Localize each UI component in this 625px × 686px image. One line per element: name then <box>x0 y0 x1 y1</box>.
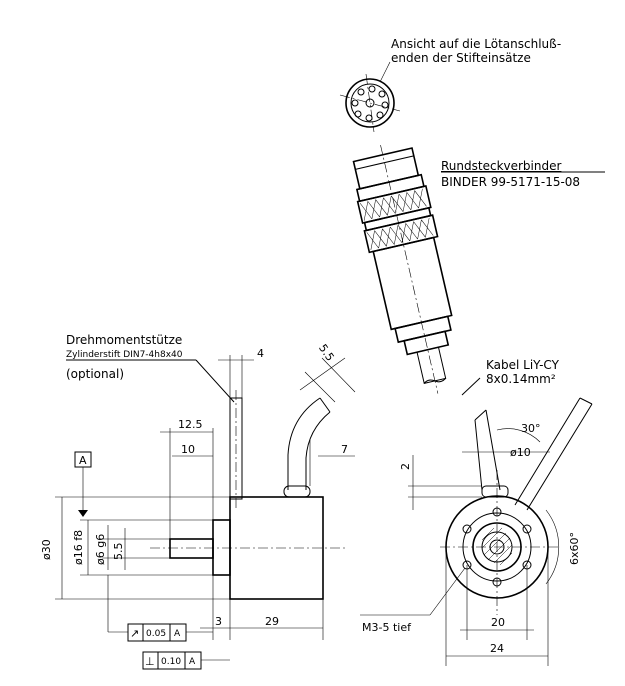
front-dimensions: 30° ø10 2 6x60° M3-5 tief 20 24 <box>360 422 581 666</box>
dim-7: 7 <box>341 443 348 456</box>
encoder-side-view <box>150 390 345 600</box>
dim-10: 10 <box>181 443 195 456</box>
centering-collar <box>212 519 231 576</box>
connector-title: Rundsteckverbinder <box>441 159 561 173</box>
side-dimensions: 4 5.5 12.5 10 7 A ø30 ø16 f8 <box>40 342 356 670</box>
shaft <box>169 538 214 559</box>
dim-24: 24 <box>490 642 504 655</box>
perpendicularity-frame <box>142 651 202 670</box>
dim-5-5-side: 5.5 <box>112 543 125 561</box>
front-cable-left <box>474 409 501 491</box>
knurl-pattern <box>359 188 434 250</box>
perp-datum: A <box>189 657 196 667</box>
torque-support-title: Drehmomentstütze <box>66 333 182 347</box>
runout-datum: A <box>174 629 181 639</box>
connector-body <box>372 236 453 331</box>
front-cable-bushing <box>481 485 509 498</box>
perp-value: 0.10 <box>161 657 181 667</box>
dim-5-5-top: 5.5 <box>316 342 337 364</box>
dim-3: 3 <box>215 615 222 628</box>
support-leader <box>195 359 235 403</box>
view-note-line1: Ansicht auf die Lötanschluß- <box>391 37 561 51</box>
cable-spec-line2: 8x0.14mm² <box>486 372 556 386</box>
torque-support-optional: (optional) <box>66 367 124 381</box>
cable-outer-left <box>287 397 321 490</box>
dim-dia16: ø16 f8 <box>72 530 85 565</box>
perp-symbol: ⊥ <box>145 655 155 668</box>
round-connector <box>352 145 453 394</box>
runout-symbol: ↗ <box>130 627 139 640</box>
pin-end-view <box>339 61 401 133</box>
cable-bushing <box>283 485 311 498</box>
encoder-front-view <box>440 397 593 615</box>
angle-6x60-arc <box>545 509 559 585</box>
dim-12-5: 12.5 <box>178 418 203 431</box>
connector-part-number: BINDER 99-5171-15-08 <box>441 175 580 189</box>
torque-support-spec: Zylinderstift DIN7-4h8x40 <box>66 350 183 360</box>
dim-dia10: ø10 <box>510 446 531 459</box>
dim-4: 4 <box>257 347 264 360</box>
angle-arc <box>496 428 541 443</box>
cable-spec-line1: Kabel LiY-CY <box>486 358 560 372</box>
datum-a-label: A <box>79 454 87 467</box>
view-note-line2: enden der Stifteinsätze <box>391 51 531 65</box>
dim-29: 29 <box>265 615 279 628</box>
cable-outer-right <box>305 411 331 490</box>
dim-2: 2 <box>399 463 412 470</box>
runout-frame <box>127 623 187 642</box>
dim-20: 20 <box>491 616 505 629</box>
cable-leader <box>461 377 481 396</box>
dim-dia30: ø30 <box>40 539 53 560</box>
runout-value: 0.05 <box>146 629 166 639</box>
dim-30-deg: 30° <box>521 422 541 435</box>
dim-6x60: 6x60° <box>568 532 581 565</box>
dim-dia6: ø6 g6 <box>94 534 107 565</box>
thread-callout: M3-5 tief <box>362 621 412 634</box>
front-cable-angled <box>514 397 593 511</box>
hub-hatch <box>481 527 513 566</box>
